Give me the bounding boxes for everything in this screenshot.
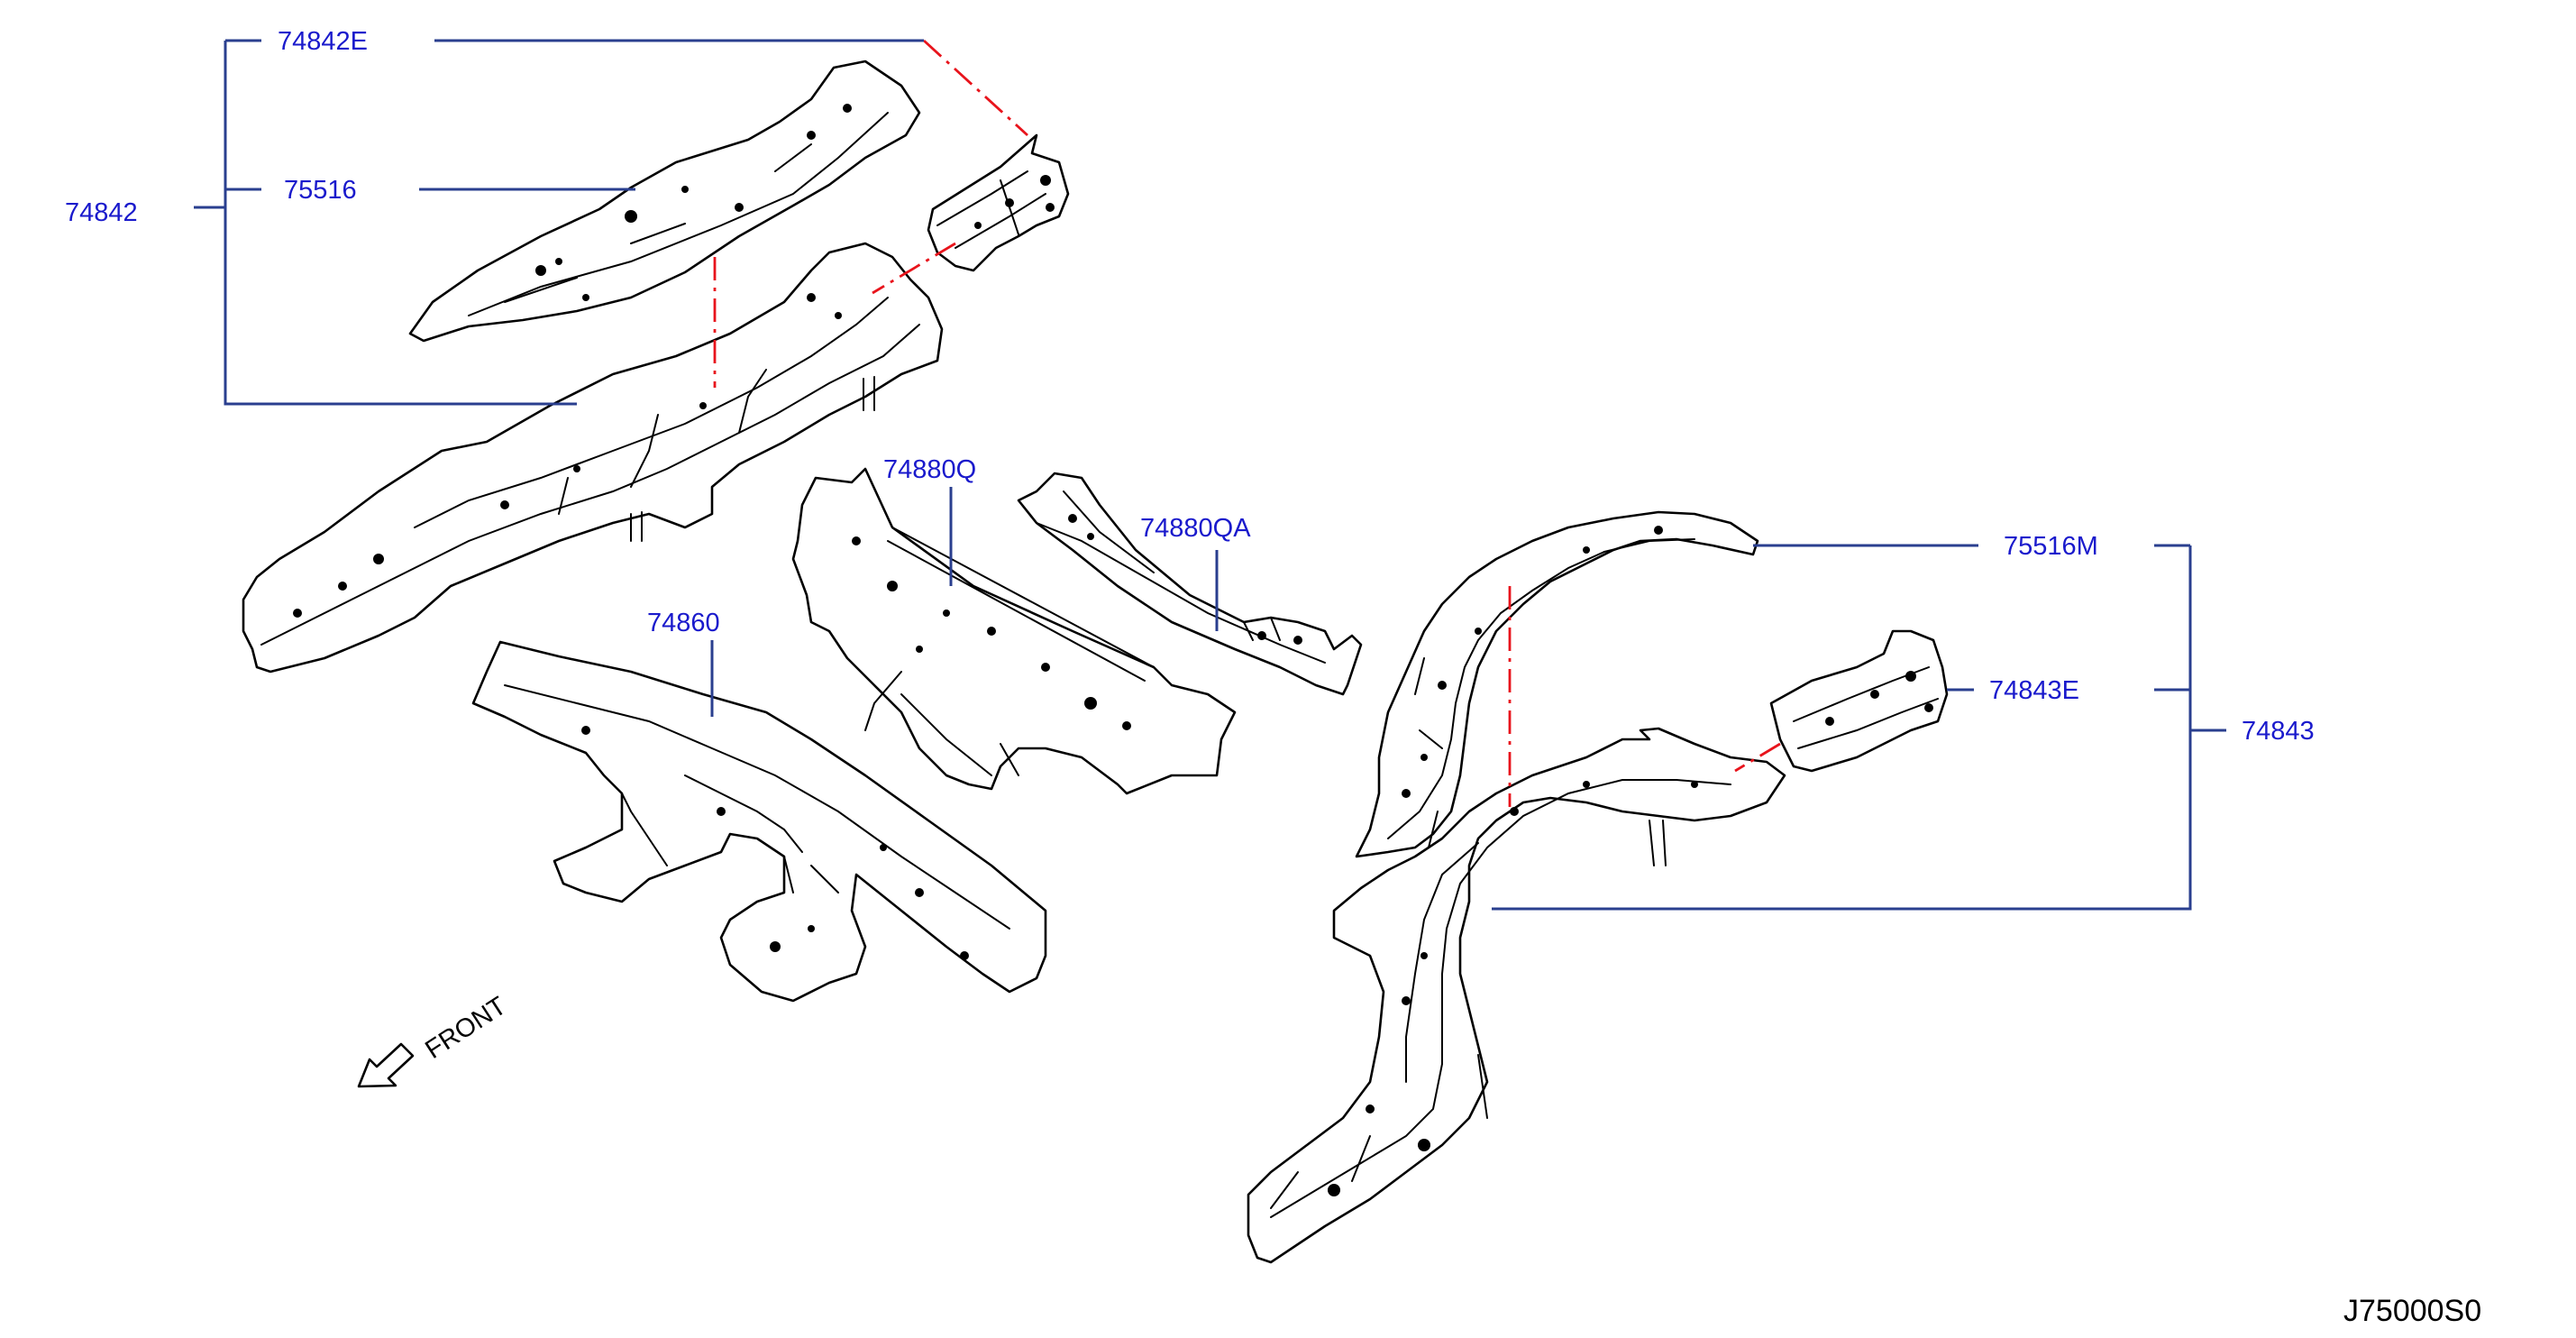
bracket-74842 bbox=[224, 41, 577, 406]
label-74880q[interactable]: 74880Q bbox=[883, 455, 976, 484]
part-74842e-left-bracket[interactable] bbox=[927, 133, 1070, 272]
label-74860[interactable]: 74860 bbox=[647, 609, 720, 637]
phantom-lines bbox=[713, 39, 1781, 807]
part-75516m-right-panel[interactable] bbox=[1355, 510, 1759, 858]
phantom-line-74843e bbox=[1734, 742, 1781, 773]
part-74843-right-side-member[interactable] bbox=[1247, 727, 1786, 1264]
label-75516m[interactable]: 75516M bbox=[2004, 532, 2098, 561]
front-direction-indicator: FRONT bbox=[357, 991, 512, 1088]
phantom-line-74842e-bottom bbox=[872, 242, 956, 295]
part-75516-left-panel[interactable] bbox=[408, 60, 921, 343]
front-label: FRONT bbox=[420, 991, 511, 1064]
part-74860-center-member[interactable] bbox=[471, 640, 1047, 1003]
label-74842e[interactable]: 74842E bbox=[278, 27, 368, 56]
leader-lines bbox=[194, 39, 2226, 911]
label-74880qa[interactable]: 74880QA bbox=[1140, 514, 1251, 543]
phantom-line-74842e-top bbox=[923, 39, 1028, 137]
part-74880qa-rear-crossmember[interactable] bbox=[1017, 472, 1363, 696]
front-arrow-icon bbox=[357, 1042, 415, 1088]
label-74842[interactable]: 74842 bbox=[65, 198, 138, 227]
bracket-74843 bbox=[1492, 545, 2192, 911]
label-74843e[interactable]: 74843E bbox=[1989, 676, 2079, 705]
label-74843[interactable]: 74843 bbox=[2242, 717, 2315, 746]
drawing-code: J75000S0 bbox=[2343, 1294, 2481, 1328]
part-labels: 74842E 74842 75516 74880Q 74880QA 74860 … bbox=[65, 27, 2315, 746]
part-74842-left-side-member[interactable] bbox=[242, 242, 944, 674]
part-74843e-right-bracket[interactable] bbox=[1769, 629, 1949, 773]
label-75516[interactable]: 75516 bbox=[284, 176, 357, 205]
part-74880q-front-crossmember[interactable] bbox=[791, 467, 1237, 795]
